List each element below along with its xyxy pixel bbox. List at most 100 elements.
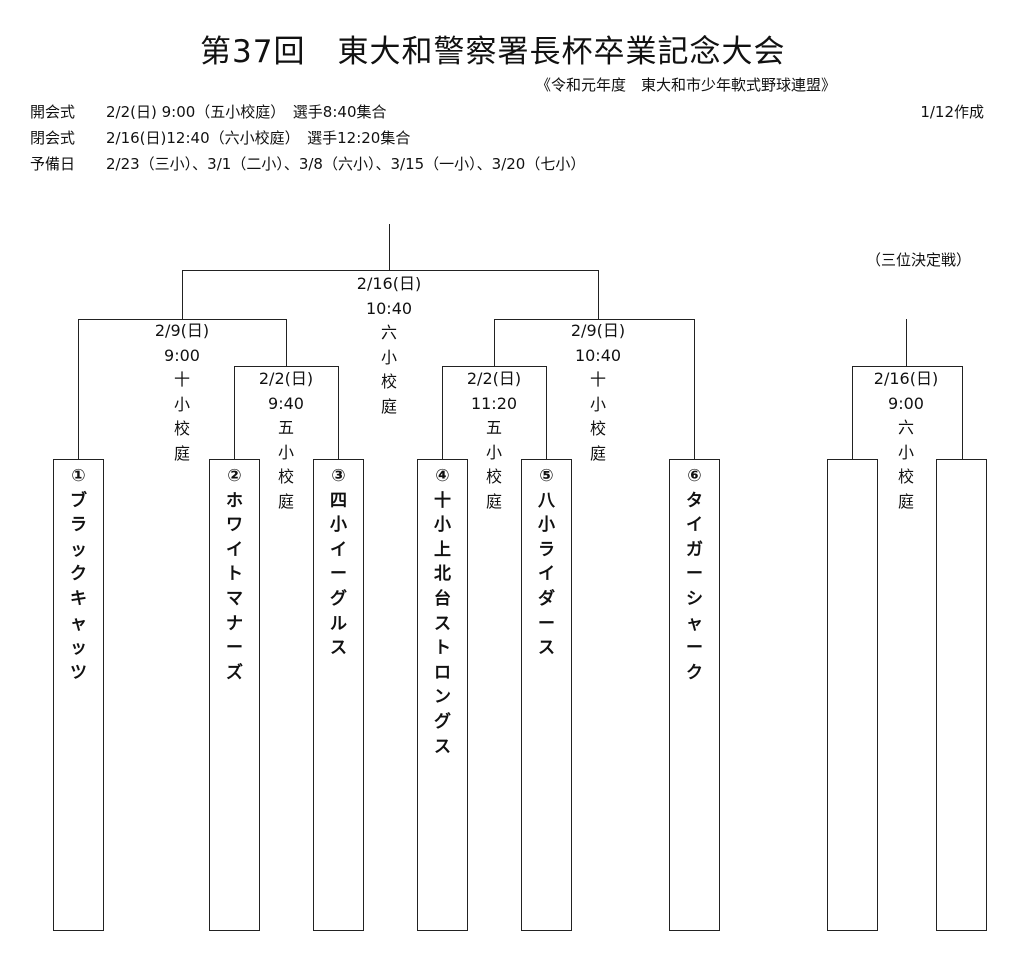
third-place-label: （三位決定戦） (866, 251, 972, 269)
team-name-char: ホ (226, 490, 243, 511)
team-name-char: ッ (70, 539, 87, 560)
team-name-char: ス (434, 613, 451, 634)
team-name-char: 北 (434, 564, 451, 585)
opening-label: 開会式 (30, 103, 76, 121)
match-final: 2/16(日) 10:40 六 小 校 庭 (329, 272, 449, 419)
team-name-char: ツ (70, 662, 87, 683)
team-name-char: ス (330, 638, 347, 659)
team-name-char: イ (330, 539, 347, 560)
team-box-third-place-left (827, 459, 878, 931)
match-venue: 小 (277, 442, 294, 462)
match-time: 11:20 (470, 393, 518, 413)
team-name-char: マ (226, 588, 243, 609)
team-name-char: ダ (538, 588, 555, 609)
match-date: 2/16(日) (356, 274, 422, 293)
match-date: 2/2(日) (466, 369, 522, 388)
team-name-char: 台 (434, 588, 451, 609)
match-time: 9:00 (888, 393, 924, 413)
match-venue: 校 (277, 467, 294, 486)
team-name-char: ト (434, 638, 451, 659)
match-venue: 校 (897, 467, 914, 486)
team-name-char: ③ (331, 466, 346, 486)
match-semi-left: 2/9(日) 9:00 十 小 校 庭 (122, 319, 242, 466)
page-title: 第37回 東大和警察署長杯卒業記念大会 (200, 34, 786, 70)
match-time: 10:40 (574, 345, 622, 365)
team-box-third-place-right (936, 459, 987, 931)
match-qf-right: 2/2(日) 11:20 五 小 校 庭 (434, 367, 554, 514)
created-date: 1/12作成 (920, 103, 984, 121)
team-name-char: イ (538, 564, 555, 585)
match-date: 2/9(日) (570, 321, 626, 340)
match-venue: 十 (589, 370, 606, 389)
match-venue: 五 (485, 418, 502, 437)
match-date: 2/9(日) (154, 321, 210, 340)
match-venue: 小 (380, 347, 397, 367)
match-date: 2/2(日) (258, 369, 314, 388)
match-venue: 庭 (277, 491, 294, 511)
match-time: 10:40 (365, 298, 413, 318)
team-name-char: タ (686, 490, 703, 511)
team-name-char: ① (71, 466, 86, 486)
team-name-char: 小 (538, 515, 555, 536)
match-venue: 六 (380, 323, 397, 342)
team-name-char: イ (226, 539, 243, 560)
match-venue: 十 (173, 370, 190, 389)
opening-value: 2/2(日) 9:00（五小校庭） 選手8:40集合 (106, 103, 387, 121)
match-venue: 庭 (380, 396, 397, 416)
team-name-char: ラ (70, 515, 87, 536)
team-name-char: イ (686, 515, 703, 536)
match-time: 9:40 (268, 393, 304, 413)
team-name-char: 上 (434, 539, 451, 560)
match-venue: 校 (589, 419, 606, 438)
team-name-char: 小 (434, 515, 451, 536)
team-name-char: 小 (330, 515, 347, 536)
match-venue: 五 (277, 418, 294, 437)
match-venue: 小 (589, 394, 606, 414)
match-semi-right: 2/9(日) 10:40 十 小 校 庭 (538, 319, 658, 466)
team-name-char: ズ (226, 662, 243, 683)
team-name-char: 八 (538, 490, 555, 511)
match-venue: 校 (380, 372, 397, 391)
match-venue: 六 (897, 418, 914, 437)
team-name-char: ク (70, 564, 87, 585)
match-venue: 小 (897, 442, 914, 462)
team-name-char: キ (70, 588, 87, 609)
team-name-char: 十 (434, 490, 451, 511)
team-name-char: ナ (226, 613, 243, 634)
team-name-char: ラ (538, 539, 555, 560)
team-name-char: ー (538, 613, 555, 634)
team-name-char: ャ (70, 613, 87, 634)
match-venue: 庭 (897, 491, 914, 511)
team-name-char: ー (226, 638, 243, 659)
organizer-label: 《令和元年度 東大和市少年軟式野球連盟》 (536, 76, 837, 94)
closing-value: 2/16(日)12:40（六小校庭） 選手12:20集合 (106, 129, 411, 147)
team-name-char: ⑤ (539, 466, 554, 486)
match-time: 9:00 (164, 345, 200, 365)
team-name-char: 四 (330, 490, 347, 511)
team-name-char: ク (686, 662, 703, 683)
team-name-char: ル (330, 613, 347, 634)
match-third-place: 2/16(日) 9:00 六 小 校 庭 (846, 367, 966, 514)
team-name-char: グ (434, 711, 451, 732)
team-name-char: ブ (70, 490, 87, 511)
match-qf-left: 2/2(日) 9:40 五 小 校 庭 (226, 367, 346, 514)
team-name-char: ト (226, 564, 243, 585)
team-name-char: ⑥ (687, 466, 702, 486)
team-name-char: ② (227, 466, 242, 486)
match-venue: 庭 (589, 443, 606, 463)
reserve-value: 2/23（三小）、3/1（二小）、3/8（六小）、3/15（一小）、3/20（七… (106, 155, 586, 173)
match-venue: 校 (173, 419, 190, 438)
match-venue: 小 (485, 442, 502, 462)
team-name-char: シ (686, 588, 703, 609)
